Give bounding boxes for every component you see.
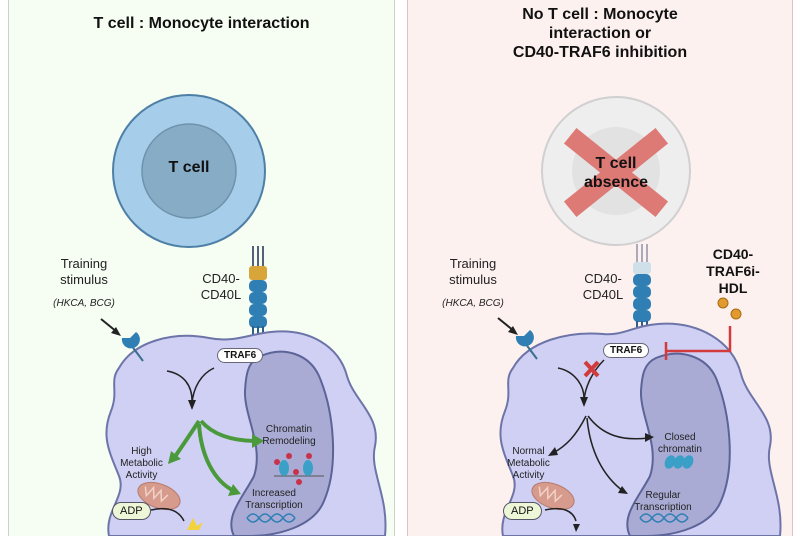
receptor-label-line1: CD40-: [202, 271, 240, 286]
transcription-line1: Regular: [645, 490, 681, 501]
dna-helix-icon: [639, 513, 689, 523]
title-line1: No T cell : Monocyte: [522, 6, 678, 23]
hdl-particle-icon: [730, 308, 742, 320]
metabolic-line3: Activity: [512, 470, 545, 481]
t-cell-nucleus: [141, 123, 237, 219]
chromatin-remodeling-label: Chromatin Remodeling: [254, 424, 324, 448]
converge-arrowhead-icon: [188, 400, 196, 410]
inhibition-bar-icon: [664, 326, 732, 360]
receptor-label: CD40- CD40L: [191, 271, 251, 303]
transcription-label: Increased Transcription: [234, 488, 314, 512]
atp-burst-icon: [187, 518, 203, 530]
transcription-line1: Increased: [252, 488, 296, 499]
chromatin-line1: Closed: [664, 432, 696, 443]
chromatin-line2: chromatin: [658, 444, 702, 455]
training-stimulus-label: Training stimulus: [49, 256, 119, 288]
mitochondrion-icon: [137, 481, 181, 511]
metabolic-line2: Metabolic: [507, 458, 550, 469]
stimulus-line1: Training: [60, 256, 108, 271]
transcription-line2: Transcription: [245, 500, 303, 511]
converge-arrowhead-icon: [580, 397, 588, 407]
stimulus-line2: stimulus: [60, 272, 108, 287]
metabolic-line2: Metabolic: [120, 458, 163, 469]
receptor-label-line1: CD40-: [584, 271, 622, 286]
traf6-badge: TRAF6: [603, 343, 650, 358]
panel-title: No T cell : Monocyte interaction or CD40…: [408, 5, 792, 62]
metabolic-activity-label: High Metabolic Activity: [114, 446, 169, 482]
inhibitor-label: CD40- TRAF6i- HDL: [698, 246, 768, 297]
t-cell-absence-line1: T cell: [595, 155, 637, 172]
left-illustration: [100, 94, 387, 536]
transcription-line2: Transcription: [634, 502, 692, 513]
stimulus-examples: (HKCA, BCG): [53, 298, 115, 309]
stimulus-receptor-icon: [121, 332, 144, 362]
metabolic-line1: High: [131, 446, 152, 457]
chromatin-line2: Remodeling: [262, 436, 316, 447]
stimulus-arrow-icon: [497, 317, 518, 335]
metabolic-line1: Normal: [512, 446, 545, 457]
panel-tcell-interaction: T cell : Monocyte interaction T cell CD4…: [8, 0, 395, 536]
traf6-badge: TRAF6: [217, 348, 264, 363]
hdl-particle-icon: [717, 297, 729, 309]
cross-icon: [563, 127, 669, 218]
chromatin-remodeling-icon: [274, 453, 324, 485]
mitochondrion-icon: [531, 481, 575, 511]
right-illustration: [497, 96, 782, 536]
title-line3: CD40-TRAF6 inhibition: [512, 44, 688, 61]
dna-helix-icon: [246, 513, 296, 523]
panel-title: T cell : Monocyte interaction: [93, 15, 310, 32]
transcription-label: Regular Transcription: [623, 490, 703, 514]
inhibitor-line1: CD40-: [712, 246, 754, 262]
receptor-label: CD40- CD40L: [573, 271, 633, 303]
chromatin-line1: Chromatin: [265, 424, 313, 435]
stimulus-examples: (HKCA, BCG): [442, 298, 504, 309]
stimulus-line2: stimulus: [449, 272, 497, 287]
t-cell-absence-label: T cell absence: [576, 154, 656, 192]
title-line2: interaction or: [548, 25, 652, 42]
stimulus-line1: Training: [449, 256, 497, 271]
closed-chromatin-icon: [664, 455, 694, 469]
receptor-label-line2: CD40L: [582, 287, 624, 302]
panel-no-tcell-interaction: No T cell : Monocyte interaction or CD40…: [407, 0, 793, 536]
inhibitor-line2: TRAF6i-: [706, 263, 760, 279]
stimulus-receptor-icon: [515, 330, 538, 360]
adp-badge: ADP: [503, 502, 542, 520]
closed-chromatin-label: Closed chromatin: [645, 432, 715, 456]
metabolic-activity-label: Normal Metabolic Activity: [501, 446, 556, 482]
receptor-label-line2: CD40L: [200, 287, 242, 302]
t-cell-label: T cell: [168, 159, 210, 176]
t-cell-absence-line2: absence: [583, 174, 649, 191]
training-stimulus-label: Training stimulus: [438, 256, 508, 288]
blocked-signal-icon: [583, 360, 600, 378]
inhibitor-line3: HDL: [718, 280, 748, 296]
stimulus-arrow-icon: [100, 318, 121, 336]
metabolic-line3: Activity: [125, 470, 158, 481]
adp-badge: ADP: [112, 502, 151, 520]
